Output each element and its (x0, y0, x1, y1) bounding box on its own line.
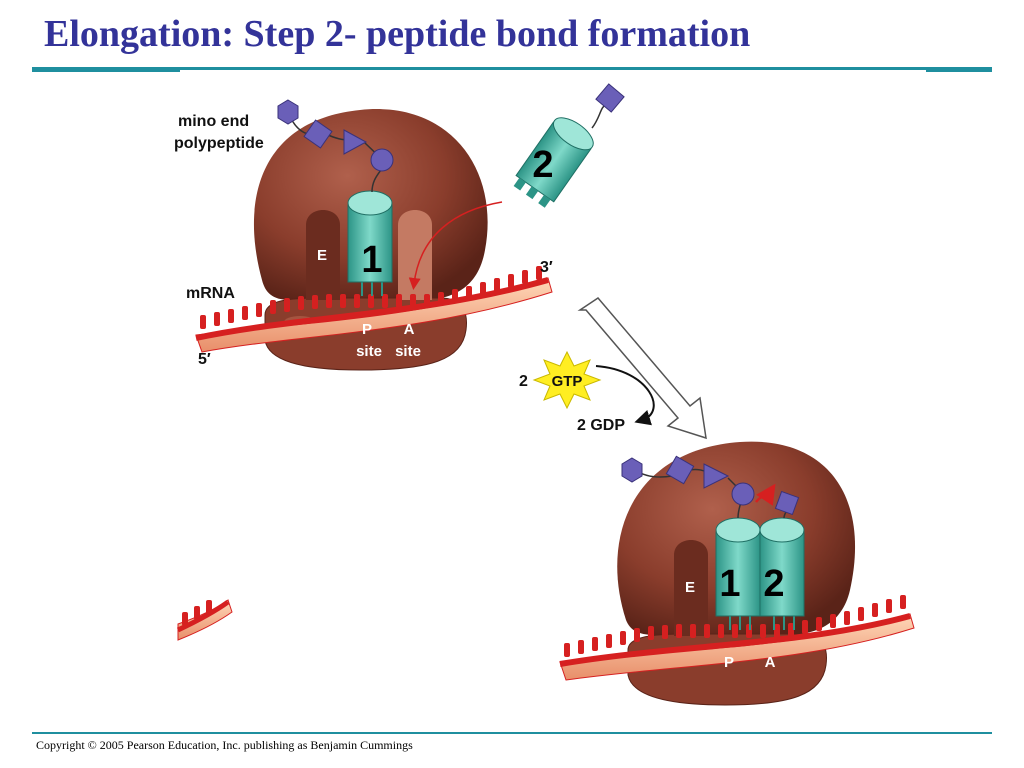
gtp-count: 2 (519, 373, 528, 390)
gtp-star (532, 350, 602, 410)
a-site-label-bottom: A (765, 654, 776, 671)
p-site-label: P (362, 321, 372, 338)
trna-1-number-bottom: 1 (719, 563, 740, 605)
e-site-pocket-after (674, 540, 708, 636)
incoming-trna-2 (513, 117, 594, 208)
five-prime-label: 5′ (198, 351, 211, 368)
e-site-label-after: E (685, 579, 695, 596)
p-site-label-bottom: P (724, 654, 734, 671)
a-site-pocket (398, 210, 432, 300)
amino-end-label-line1: mino end (178, 113, 249, 130)
entry-arrow (408, 201, 503, 290)
amino-end-label-line2: polypeptide (174, 135, 264, 152)
e-site-label: E (317, 247, 327, 264)
gtp-hydrolysis-arrow (595, 365, 655, 426)
peptide-transfer-arrow (755, 483, 776, 506)
gdp-label: 2 GDP (577, 417, 625, 434)
page-title: Elongation: Step 2- peptide bond formati… (44, 13, 751, 55)
p-site-word: site (356, 343, 382, 360)
trna-1-bottom: 1 (715, 495, 761, 630)
trna-2-number-bottom: 2 (763, 563, 784, 605)
codon-bases (200, 266, 542, 329)
amino-acid-square (303, 119, 333, 149)
e-site-pocket (306, 210, 340, 300)
footer-divider (32, 732, 992, 734)
mrna-label: mRNA (186, 285, 235, 302)
title-divider (32, 67, 992, 72)
trna-2-number-incoming: 2 (532, 144, 553, 186)
amino-acid-hexagon (277, 99, 299, 125)
mrna-strand-bottom (559, 595, 915, 681)
trna-1-top: 1 (347, 159, 393, 296)
a-site-word: site (395, 343, 421, 360)
a-site-label: A (404, 321, 415, 338)
incoming-amino-acid (595, 83, 625, 113)
gtp-label: GTP (552, 373, 583, 390)
mrna-fragment-left (176, 599, 233, 641)
copyright-notice: Copyright © 2005 Pearson Education, Inc.… (36, 738, 413, 752)
mrna-strand-top (195, 266, 553, 353)
trna-1-number: 1 (361, 239, 382, 281)
trna-2-bottom: 2 (759, 503, 805, 630)
amino-acid-triangle (343, 129, 368, 155)
polypeptide-top (277, 99, 394, 172)
transition-arrow (577, 297, 707, 440)
amino-acid-circle (370, 148, 394, 172)
polypeptide-bottom (621, 455, 800, 516)
three-prime-label: 3′ (540, 259, 553, 276)
gtp-star-group: GTP 2 2 GDP (519, 350, 655, 434)
